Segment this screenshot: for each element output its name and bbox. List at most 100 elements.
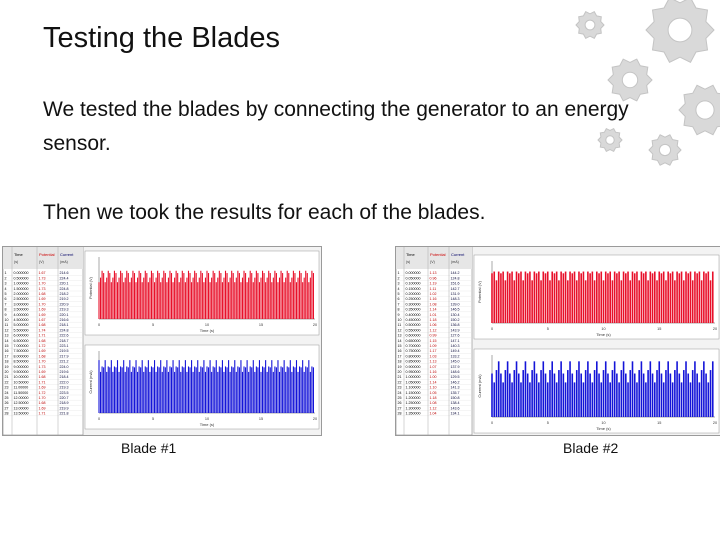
graph-x-tick-label: 0 bbox=[98, 417, 100, 421]
graph-x-tick-label: 15 bbox=[657, 421, 661, 425]
table-cell: 220.1 bbox=[60, 313, 69, 317]
table-cell: 133.2 bbox=[451, 354, 460, 358]
table-cell: 141.3 bbox=[451, 386, 460, 390]
table-cell: 0.400000 bbox=[406, 313, 421, 317]
table-cell: 3.000000 bbox=[14, 302, 29, 306]
table-header-cell: Potential bbox=[430, 252, 446, 257]
table-cell: 15 bbox=[398, 344, 402, 348]
table-cell: 134.1 bbox=[451, 412, 460, 416]
table-cell: 19 bbox=[5, 365, 9, 369]
table-cell: 3 bbox=[398, 282, 400, 286]
gear-hole-icon bbox=[584, 19, 596, 31]
table-cell: 0.900000 bbox=[406, 365, 421, 369]
table-cell: 1.100000 bbox=[406, 386, 421, 390]
table-cell: 25 bbox=[398, 396, 402, 400]
table-cell: 0.300000 bbox=[406, 302, 421, 306]
table-cell: 148.3 bbox=[451, 297, 460, 301]
table-cell: 219.9 bbox=[60, 406, 69, 410]
table-cell: 12 bbox=[398, 328, 402, 332]
table-cell: 1.000000 bbox=[14, 282, 29, 286]
table-cell: 139.0 bbox=[451, 302, 460, 306]
table-cell: 13 bbox=[398, 334, 402, 338]
table-cell: 0.250000 bbox=[406, 297, 421, 301]
table-cell: 5 bbox=[5, 292, 7, 296]
table-cell: 1.06 bbox=[430, 323, 437, 327]
table-cell: 1.200000 bbox=[406, 396, 421, 400]
table-cell: 1.02 bbox=[430, 292, 437, 296]
table-cell: 1.05 bbox=[430, 391, 437, 395]
table-cell: 1.08 bbox=[430, 302, 437, 306]
table-unit-cell: (s) bbox=[14, 260, 18, 264]
table-cell: 0.650000 bbox=[406, 339, 421, 343]
table-cell: 1.16 bbox=[430, 297, 437, 301]
table-cell: 0.600000 bbox=[406, 334, 421, 338]
graph-x-tick-label: 10 bbox=[601, 421, 605, 425]
table-cell: 147.1 bbox=[451, 339, 460, 343]
table-cell: 1.73 bbox=[39, 276, 46, 280]
table-cell: 1.72 bbox=[39, 344, 46, 348]
table-cell: 1.69 bbox=[39, 406, 46, 410]
gear-hole-icon bbox=[695, 100, 715, 120]
table-cell: 11.50000 bbox=[14, 391, 29, 395]
table-cell: 11 bbox=[398, 323, 402, 327]
table-header-bg bbox=[396, 247, 472, 269]
table-cell: 28 bbox=[398, 412, 402, 416]
table-unit-cell: (mA) bbox=[60, 260, 68, 264]
graph-x-tick-label: 20 bbox=[313, 417, 317, 421]
table-cell: 0.800000 bbox=[406, 354, 421, 358]
table-cell: 1.73 bbox=[39, 287, 46, 291]
table-cell: 10.00000 bbox=[14, 375, 29, 379]
table-cell: 4.000000 bbox=[14, 313, 29, 317]
table-cell: 219.5 bbox=[60, 349, 69, 353]
table-cell: 1.15 bbox=[430, 339, 437, 343]
table-cell: 151.6 bbox=[451, 282, 460, 286]
table-cell: 1.17 bbox=[430, 349, 437, 353]
table-cell: 21 bbox=[398, 375, 402, 379]
table-cell: 0.150000 bbox=[406, 287, 421, 291]
table-cell: 1.69 bbox=[39, 386, 46, 390]
table-cell: 0.450000 bbox=[406, 318, 421, 322]
table-cell: 1.16 bbox=[430, 370, 437, 374]
gears-decoration bbox=[575, 0, 720, 166]
table-cell: 4.500000 bbox=[14, 318, 29, 322]
graph-x-axis-label: Time (s) bbox=[200, 422, 215, 427]
body-paragraph-1: We tested the blades by connecting the g… bbox=[43, 98, 629, 155]
table-cell: 0.99 bbox=[430, 334, 437, 338]
table-cell: 224.8 bbox=[60, 328, 69, 332]
table-cell: 150.2 bbox=[451, 318, 460, 322]
table-cell: 1.18 bbox=[430, 396, 437, 400]
table-cell: 131.9 bbox=[451, 292, 460, 296]
table-unit-cell: (mA) bbox=[451, 260, 459, 264]
table-cell: 1.69 bbox=[39, 349, 46, 353]
table-cell: 10 bbox=[398, 318, 402, 322]
graph-y-axis-label: Current (mA) bbox=[88, 370, 93, 394]
table-cell: 4 bbox=[5, 287, 7, 291]
graph-y-axis-label: Potential (V) bbox=[88, 276, 93, 299]
table-cell: 148.6 bbox=[451, 370, 460, 374]
table-cell: 28 bbox=[5, 412, 9, 416]
table-header-cell: Current bbox=[451, 252, 465, 257]
table-cell: 9.000000 bbox=[14, 365, 29, 369]
table-unit-cell: (s) bbox=[406, 260, 410, 264]
graph-x-tick-label: 10 bbox=[601, 327, 605, 331]
table-cell: 220.7 bbox=[60, 396, 69, 400]
table-cell: 127.6 bbox=[451, 334, 460, 338]
table-cell: 9.500000 bbox=[14, 370, 29, 374]
data-table bbox=[3, 247, 84, 435]
table-cell: 1.70 bbox=[39, 302, 46, 306]
table-header-cell: Current bbox=[60, 252, 74, 257]
table-cell: 3.500000 bbox=[14, 308, 29, 312]
table-unit-cell: (V) bbox=[430, 260, 435, 264]
table-cell: 14 bbox=[5, 339, 9, 343]
graph-x-tick-label: 0 bbox=[491, 327, 493, 331]
table-cell: 2.500000 bbox=[14, 297, 29, 301]
table-cell: 1.13 bbox=[430, 360, 437, 364]
table-cell: 1.10 bbox=[430, 386, 437, 390]
table-cell: 1.07 bbox=[430, 365, 437, 369]
table-cell: 145.0 bbox=[451, 360, 460, 364]
table-cell: 0.000000 bbox=[406, 271, 421, 275]
graph-x-tick-label: 15 bbox=[259, 323, 263, 327]
table-cell: 0.950000 bbox=[406, 370, 421, 374]
